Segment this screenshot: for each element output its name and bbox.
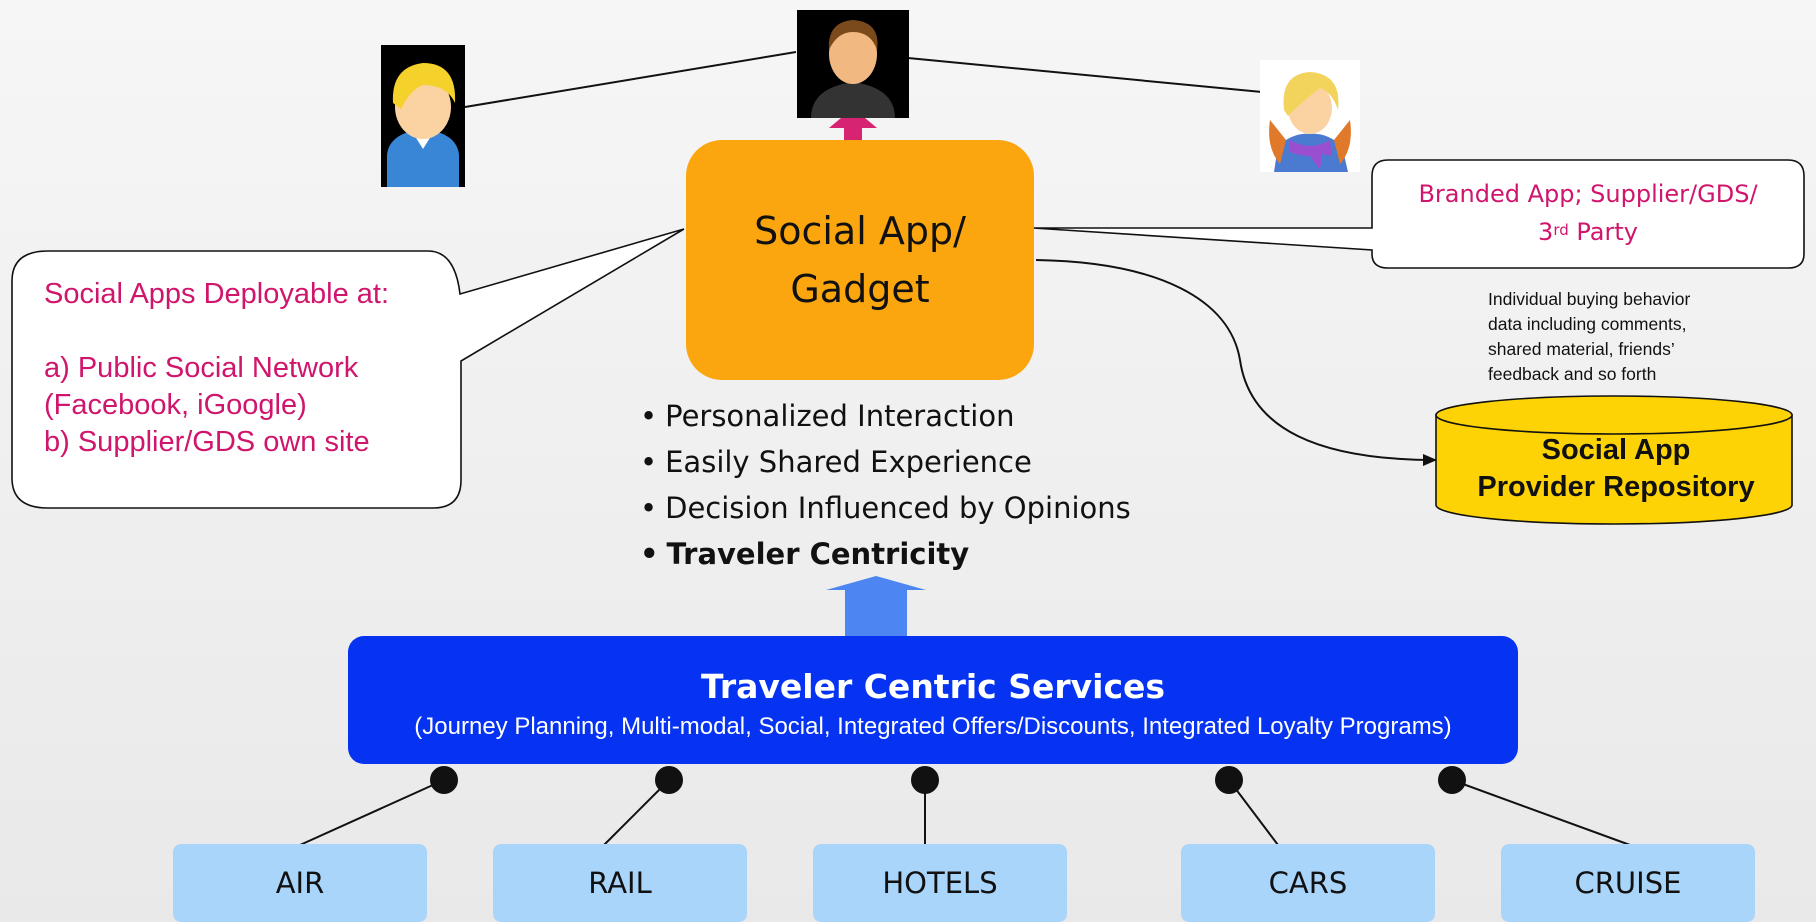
repository-note-line1: Individual buying behavior — [1488, 289, 1691, 309]
benefit-item: •Easily Shared Experience — [640, 439, 1200, 485]
user-link-right — [907, 57, 1263, 93]
repository-line2: Provider Repository — [1477, 471, 1755, 503]
benefit-item: •Personalized Interaction — [640, 393, 1200, 439]
user-avatar-left-icon — [381, 45, 465, 187]
user-avatar-center-icon — [797, 10, 909, 118]
category-label: HOTELS — [882, 866, 998, 900]
repository-line1: Social App — [1541, 434, 1691, 466]
branded-rest: Party — [1568, 218, 1638, 246]
branded-callout: Branded App; Supplier/GDS/ 3rd Party — [1372, 158, 1804, 268]
category-label: RAIL — [588, 866, 652, 900]
repository-note: Individual buying behavior data includin… — [1488, 287, 1768, 387]
branded-ordinal: 3 — [1538, 218, 1554, 246]
deployable-item-a-line1: a) Public Social Network — [44, 352, 359, 384]
traveler-centric-services: Traveler Centric Services (Journey Plann… — [348, 636, 1518, 764]
benefit-text: Decision Influenced by Opinions — [665, 491, 1131, 525]
benefit-text: Personalized Interaction — [665, 399, 1015, 433]
bullet-glyph: • — [640, 445, 658, 479]
deployable-item-a-line2: (Facebook, iGoogle) — [44, 389, 307, 421]
repository-note-line4: feedback and so forth — [1488, 364, 1657, 384]
benefit-item: •Traveler Centricity — [640, 531, 1200, 577]
branded-ordinal-suffix: rd — [1553, 221, 1569, 239]
bullet-glyph: • — [640, 399, 658, 433]
benefit-list: •Personalized Interaction •Easily Shared… — [640, 393, 1200, 577]
category-cars: CARS — [1181, 844, 1435, 922]
category-label: CRUISE — [1574, 866, 1682, 900]
branded-callout-shape — [1032, 159, 1805, 269]
deployable-item-b: b) Supplier/GDS own site — [44, 426, 370, 458]
bullet-glyph: • — [640, 491, 658, 525]
user-avatar-right-icon — [1260, 60, 1360, 172]
deployable-callout: Social Apps Deployable at: a) Public Soc… — [44, 276, 444, 461]
benefit-text: Traveler Centricity — [666, 537, 970, 571]
category-hotels: HOTELS — [813, 844, 1067, 922]
deployable-heading: Social Apps Deployable at: — [44, 278, 389, 310]
benefit-text: Easily Shared Experience — [665, 445, 1032, 479]
repository-note-line2: data including comments, — [1488, 314, 1687, 334]
category-rail: RAIL — [493, 844, 747, 922]
up-arrow-icon — [826, 576, 926, 640]
repository-note-line3: shared material, friends’ — [1488, 339, 1675, 359]
benefit-item: •Decision Influenced by Opinions — [640, 485, 1200, 531]
category-cruise: CRUISE — [1501, 844, 1755, 922]
services-subtitle: (Journey Planning, Multi-modal, Social, … — [414, 713, 1452, 740]
deployable-callout-shape — [11, 228, 685, 509]
bullet-glyph: • — [640, 537, 659, 571]
social-app-line2: Gadget — [790, 267, 930, 311]
database-cylinder-icon — [1435, 395, 1793, 525]
branded-line2: 3rd Party — [1538, 213, 1638, 251]
social-app-box: Social App/ Gadget — [686, 140, 1034, 380]
user-link-left — [464, 51, 797, 108]
social-app-line1: Social App/ — [754, 209, 966, 253]
services-title: Traveler Centric Services — [700, 667, 1166, 706]
category-connectors — [299, 766, 1631, 846]
category-label: AIR — [275, 866, 325, 900]
category-air: AIR — [173, 844, 427, 922]
repository-connector — [1035, 259, 1437, 466]
category-label: CARS — [1268, 866, 1348, 900]
repository-label: Social App Provider Repository — [1436, 432, 1796, 506]
branded-line1: Branded App; Supplier/GDS/ — [1418, 180, 1758, 208]
